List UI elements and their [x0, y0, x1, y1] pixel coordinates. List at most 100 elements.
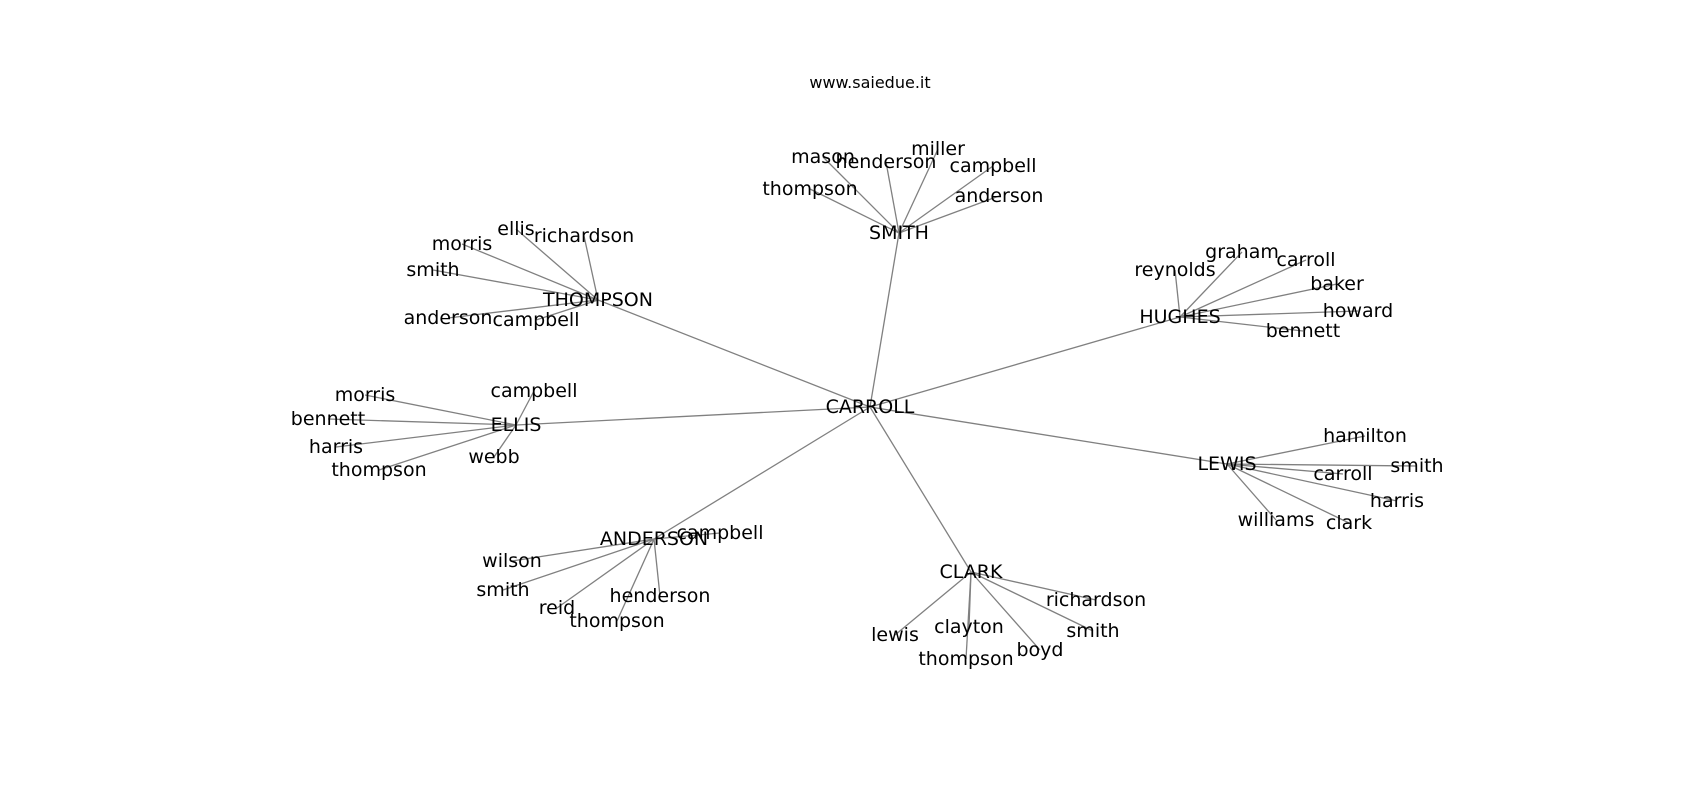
leaf-node-label-lewis-clark: clark	[1326, 512, 1372, 534]
leaf-node-label-thompson-campbell: campbell	[493, 309, 580, 331]
leaf-node-label-clark-clayton: clayton	[934, 616, 1004, 638]
leaf-node-label-ellis-webb: webb	[468, 446, 519, 468]
edge-root-hughes	[869, 316, 1181, 408]
edge-ellis-thompson	[378, 424, 517, 471]
edge-clark-thompson	[965, 571, 972, 660]
edge-anderson-henderson	[653, 538, 661, 597]
leaf-node-label-ellis-campbell: campbell	[491, 380, 578, 402]
leaf-node-label-hughes-howard: howard	[1323, 300, 1393, 322]
leaf-node-label-smith-thompson: thompson	[762, 178, 857, 200]
edge-smith-henderson	[885, 161, 900, 234]
edge-anderson-reid	[556, 538, 655, 609]
edge-hughes-baker	[1179, 283, 1338, 318]
leaf-node-label-anderson-smith: smith	[476, 579, 529, 601]
site-title: www.saiedue.it	[809, 73, 930, 92]
leaf-node-label-hughes-carroll: carroll	[1276, 249, 1335, 271]
leaf-node-label-hughes-reynolds: reynolds	[1134, 259, 1215, 281]
hub-node-label-smith: SMITH	[869, 222, 929, 244]
edge-smith-anderson	[898, 195, 1000, 234]
edge-smith-miller	[898, 148, 939, 234]
edge-ellis-morris	[364, 394, 517, 426]
edge-lewis-clark	[1226, 463, 1350, 524]
edge-lewis-smith	[1226, 463, 1418, 467]
leaf-node-label-ellis-harris: harris	[309, 436, 363, 458]
edge-thompson-ellis	[515, 228, 599, 301]
edge-anderson-smith	[502, 538, 655, 591]
hub-node-label-anderson: ANDERSON	[600, 528, 708, 550]
edge-thompson-anderson	[447, 299, 599, 319]
edge-clark-lewis	[894, 571, 972, 636]
leaf-node-label-ellis-morris: morris	[335, 384, 396, 406]
leaf-node-label-ellis-bennett: bennett	[291, 408, 365, 430]
leaf-node-label-hughes-bennett: bennett	[1266, 320, 1340, 342]
edge-root-lewis	[869, 406, 1228, 465]
leaf-node-label-anderson-campbell: campbell	[677, 522, 764, 544]
edge-clark-richardson	[970, 571, 1097, 601]
edge-ellis-harris	[335, 424, 517, 448]
edge-ellis-campbell	[515, 390, 535, 426]
root-node-label: CARROLL	[826, 396, 915, 418]
edges-layer	[327, 148, 1418, 660]
leaf-node-label-lewis-smith: smith	[1390, 455, 1443, 477]
leaf-node-label-lewis-williams: williams	[1238, 509, 1315, 531]
edge-root-thompson	[597, 299, 871, 408]
edge-root-anderson	[653, 406, 871, 540]
edge-lewis-hamilton	[1226, 435, 1366, 465]
edge-hughes-bennett	[1179, 316, 1304, 332]
edge-hughes-carroll	[1179, 259, 1307, 318]
leaf-node-label-smith-miller: miller	[911, 138, 965, 160]
edge-hughes-graham	[1179, 251, 1243, 318]
leaf-node-label-anderson-thompson: thompson	[569, 610, 664, 632]
edge-smith-mason	[822, 156, 900, 234]
leaf-node-label-smith-henderson: henderson	[836, 151, 937, 173]
leaf-node-label-anderson-wilson: wilson	[482, 550, 542, 572]
edge-thompson-richardson	[583, 235, 599, 301]
leaf-node-label-anderson-henderson: henderson	[610, 585, 711, 607]
hub-node-label-clark: CLARK	[940, 561, 1003, 583]
edge-clark-boyd	[970, 571, 1041, 651]
edge-thompson-campbell	[535, 299, 599, 321]
hub-node-label-ellis: ELLIS	[491, 414, 542, 436]
leaf-node-label-hughes-graham: graham	[1205, 241, 1279, 263]
leaf-node-label-clark-smith: smith	[1066, 620, 1119, 642]
leaf-node-label-smith-anderson: anderson	[955, 185, 1044, 207]
edge-anderson-thompson	[616, 538, 655, 622]
edge-root-ellis	[515, 406, 871, 426]
edge-lewis-carroll	[1226, 463, 1344, 475]
leaf-node-label-thompson-morris: morris	[432, 233, 493, 255]
edge-hughes-reynolds	[1174, 269, 1181, 318]
leaf-node-label-smith-campbell: campbell	[950, 155, 1037, 177]
hub-node-label-thompson: THOMPSON	[542, 289, 653, 311]
edge-root-smith	[869, 232, 900, 408]
leaf-node-label-hughes-baker: baker	[1310, 273, 1364, 295]
edge-thompson-smith	[432, 269, 599, 301]
leaf-node-label-thompson-smith: smith	[406, 259, 459, 281]
leaf-node-label-lewis-hamilton: hamilton	[1323, 425, 1407, 447]
edge-lewis-williams	[1226, 463, 1277, 521]
leaf-node-label-clark-lewis: lewis	[871, 624, 919, 646]
edge-smith-campbell	[898, 165, 994, 234]
leaf-node-label-smith-mason: mason	[791, 146, 855, 168]
edge-root-clark	[869, 406, 972, 573]
leaf-node-label-thompson-anderson: anderson	[404, 307, 493, 329]
leaf-node-label-thompson-ellis: ellis	[497, 218, 534, 240]
hub-node-label-hughes: HUGHES	[1139, 306, 1220, 328]
edge-smith-thompson	[809, 188, 900, 234]
leaf-node-label-clark-richardson: richardson	[1046, 589, 1146, 611]
edge-ellis-bennett	[327, 418, 517, 426]
hub-node-label-lewis: LEWIS	[1197, 453, 1256, 475]
edge-anderson-wilson	[511, 538, 655, 562]
leaf-node-label-thompson-richardson: richardson	[534, 225, 634, 247]
leaf-node-label-anderson-reid: reid	[539, 597, 575, 619]
labels-layer: CARROLLSMITHmasonhendersonmillercampbell…	[291, 138, 1444, 670]
leaf-node-label-ellis-thompson: thompson	[331, 459, 426, 481]
leaf-node-label-lewis-carroll: carroll	[1313, 463, 1372, 485]
edge-thompson-morris	[461, 243, 599, 301]
leaf-node-label-lewis-harris: harris	[1370, 490, 1424, 512]
leaf-node-label-clark-thompson: thompson	[918, 648, 1013, 670]
edge-ellis-webb	[493, 424, 517, 458]
edge-clark-smith	[970, 571, 1094, 632]
edge-hughes-howard	[1179, 310, 1359, 318]
edge-lewis-harris	[1226, 463, 1398, 502]
